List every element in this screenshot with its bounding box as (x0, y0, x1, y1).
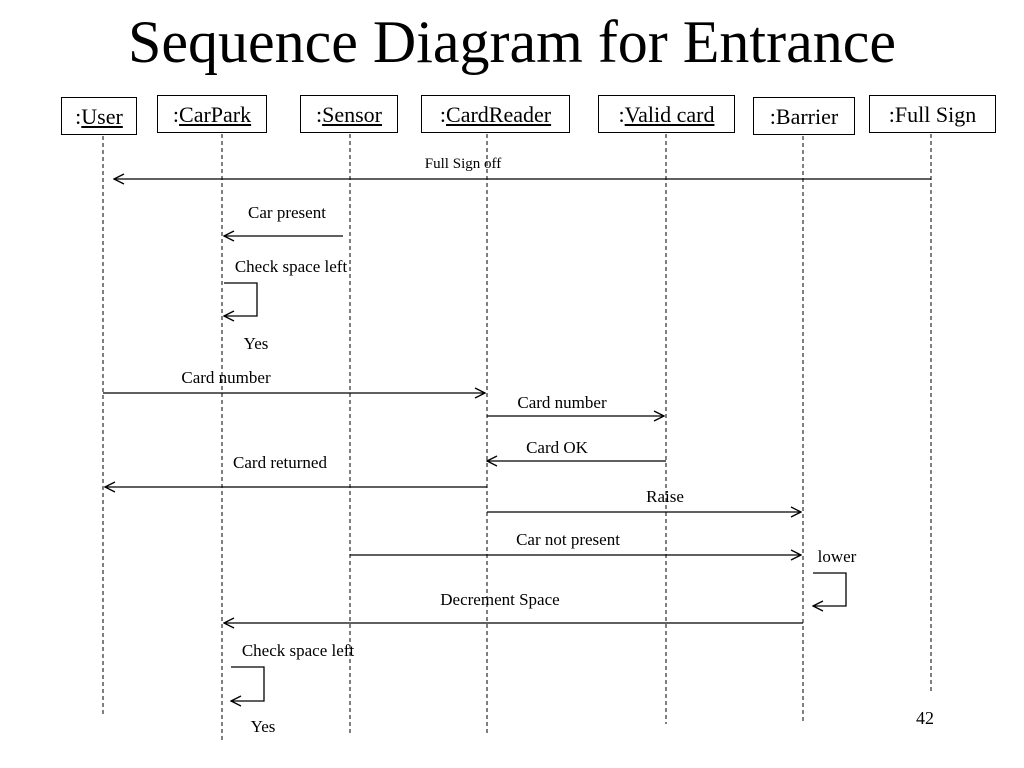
object-name: Full Sign (894, 102, 977, 127)
object-prefix: : (172, 102, 180, 127)
message-label: Decrement Space (440, 590, 559, 609)
object-name: CardReader (446, 102, 552, 127)
object-name: Valid card (624, 102, 715, 127)
object-prefix: : (618, 102, 625, 127)
object-carpark: :CarPark (157, 95, 267, 133)
message-label: Card number (517, 393, 607, 412)
message-label: Check space left (242, 641, 355, 660)
message-label: Car not present (516, 530, 620, 549)
object-prefix: : (888, 102, 895, 127)
object-cardreader: :CardReader (421, 95, 570, 133)
object-prefix: : (75, 104, 82, 129)
object-name: Sensor (322, 102, 382, 127)
object-sensor: :Sensor (300, 95, 398, 133)
object-name: CarPark (179, 102, 252, 127)
message-label: Car present (248, 203, 326, 222)
message-label: Card OK (526, 438, 589, 457)
object-fullsign: :Full Sign (869, 95, 996, 133)
object-prefix: : (769, 104, 776, 129)
object-prefix: : (315, 102, 323, 127)
self-message-arrow-check-space-left-2 (231, 666, 265, 701)
object-user: :User (61, 97, 137, 135)
message-label: Check space left (235, 257, 348, 276)
message-label: Card number (181, 368, 271, 387)
self-message-arrow-lower (813, 572, 847, 606)
object-prefix: : (439, 102, 447, 127)
object-name: User (81, 104, 123, 129)
object-barrier: :Barrier (753, 97, 855, 135)
message-label: Raise (646, 487, 684, 506)
self-message-arrow-check-space-left (224, 282, 258, 316)
object-validcard: :Valid card (598, 95, 735, 133)
page-number: 42 (916, 708, 934, 728)
message-label: Full Sign off (425, 156, 501, 172)
message-note: Yes (244, 334, 269, 353)
slide-title: Sequence Diagram for Entrance (128, 9, 896, 75)
message-label: lower (818, 547, 857, 566)
message-note: Yes (251, 717, 276, 736)
object-name: Barrier (775, 104, 839, 129)
message-label: Card returned (233, 453, 327, 472)
